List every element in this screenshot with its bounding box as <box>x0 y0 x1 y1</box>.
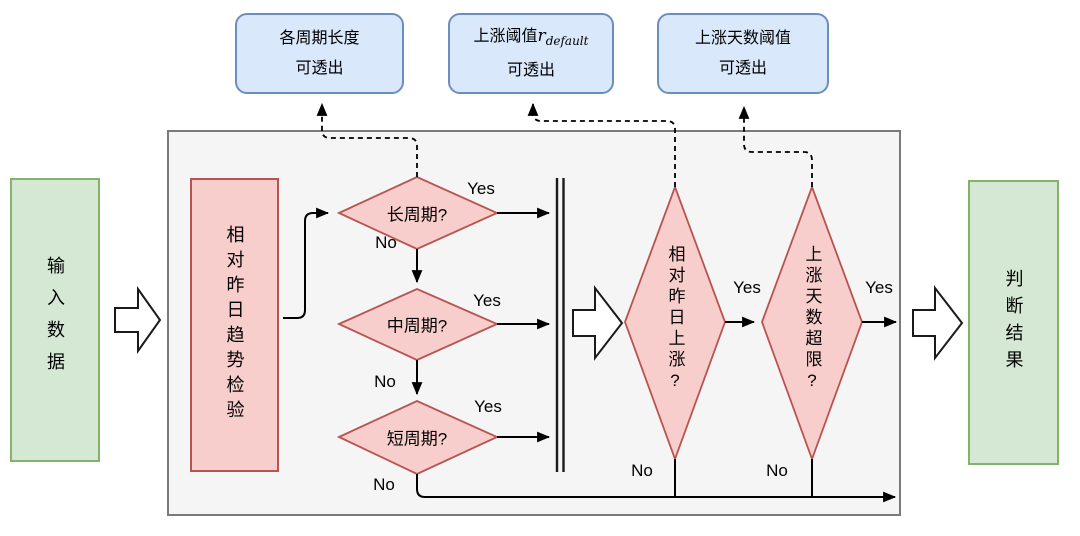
rise-days-limit-label: 上涨天数超限? <box>802 245 822 394</box>
mid-period-label: 中周期? <box>386 316 448 336</box>
callout-rise-days-line2: 可透出 <box>718 59 767 77</box>
callout-rise-threshold-line1: 上涨阈值rdefault <box>474 21 589 56</box>
callout-rise-days-threshold: 上涨天数阈值 可透出 <box>657 13 829 94</box>
no-label-short: No <box>373 475 395 494</box>
no-label-mid: No <box>374 372 396 391</box>
callout-rise-threshold-prefix: 上涨阈值 <box>473 28 538 45</box>
threshold-subscript: default <box>545 34 589 48</box>
block-arrow-input-icon <box>114 285 162 355</box>
callout-rise-threshold: 上涨阈值rdefault 可透出 <box>448 13 614 94</box>
input-data-label: 输入数据 <box>45 256 65 384</box>
yes-label-long: Yes <box>467 179 495 198</box>
callout-rise-threshold-line2: 可透出 <box>506 62 555 79</box>
arrow-trendbox-to-long <box>283 207 330 319</box>
no-label-days: No <box>766 461 788 480</box>
input-data-box: 输入数据 <box>10 178 100 462</box>
rise-vs-yesterday-label: 相对昨日上涨? <box>665 245 685 394</box>
dashed-connector-rise-days <box>738 105 813 187</box>
no-label-rise: No <box>631 461 653 480</box>
threshold-symbol: r <box>537 26 546 46</box>
result-box: 判断结果 <box>968 180 1059 465</box>
callout-rise-days-line1: 上涨天数阈值 <box>694 29 791 47</box>
trend-check-box: 相对昨日趋势检验 <box>190 178 279 472</box>
result-label: 判断结果 <box>1003 268 1024 377</box>
trend-check-label: 相对昨日趋势检验 <box>224 225 245 425</box>
yes-label-short: Yes <box>474 397 502 416</box>
long-period-label: 长周期? <box>386 205 448 225</box>
callout-period-length-line1: 各周期长度 <box>279 29 360 47</box>
arrow-no-bottom-bus <box>416 474 897 503</box>
callout-period-length-line2: 可透出 <box>295 59 344 77</box>
yes-label-days: Yes <box>865 278 893 297</box>
dashed-connector-rise-threshold <box>527 102 676 187</box>
block-arrow-result-icon <box>912 285 964 361</box>
yes-label-mid: Yes <box>473 291 501 310</box>
block-arrow-stage2-icon <box>572 285 624 361</box>
short-period-label: 短周期? <box>386 429 448 449</box>
callout-period-length: 各周期长度 可透出 <box>235 13 404 94</box>
dashed-connector-period-length <box>316 102 418 177</box>
yes-label-rise: Yes <box>733 278 761 297</box>
